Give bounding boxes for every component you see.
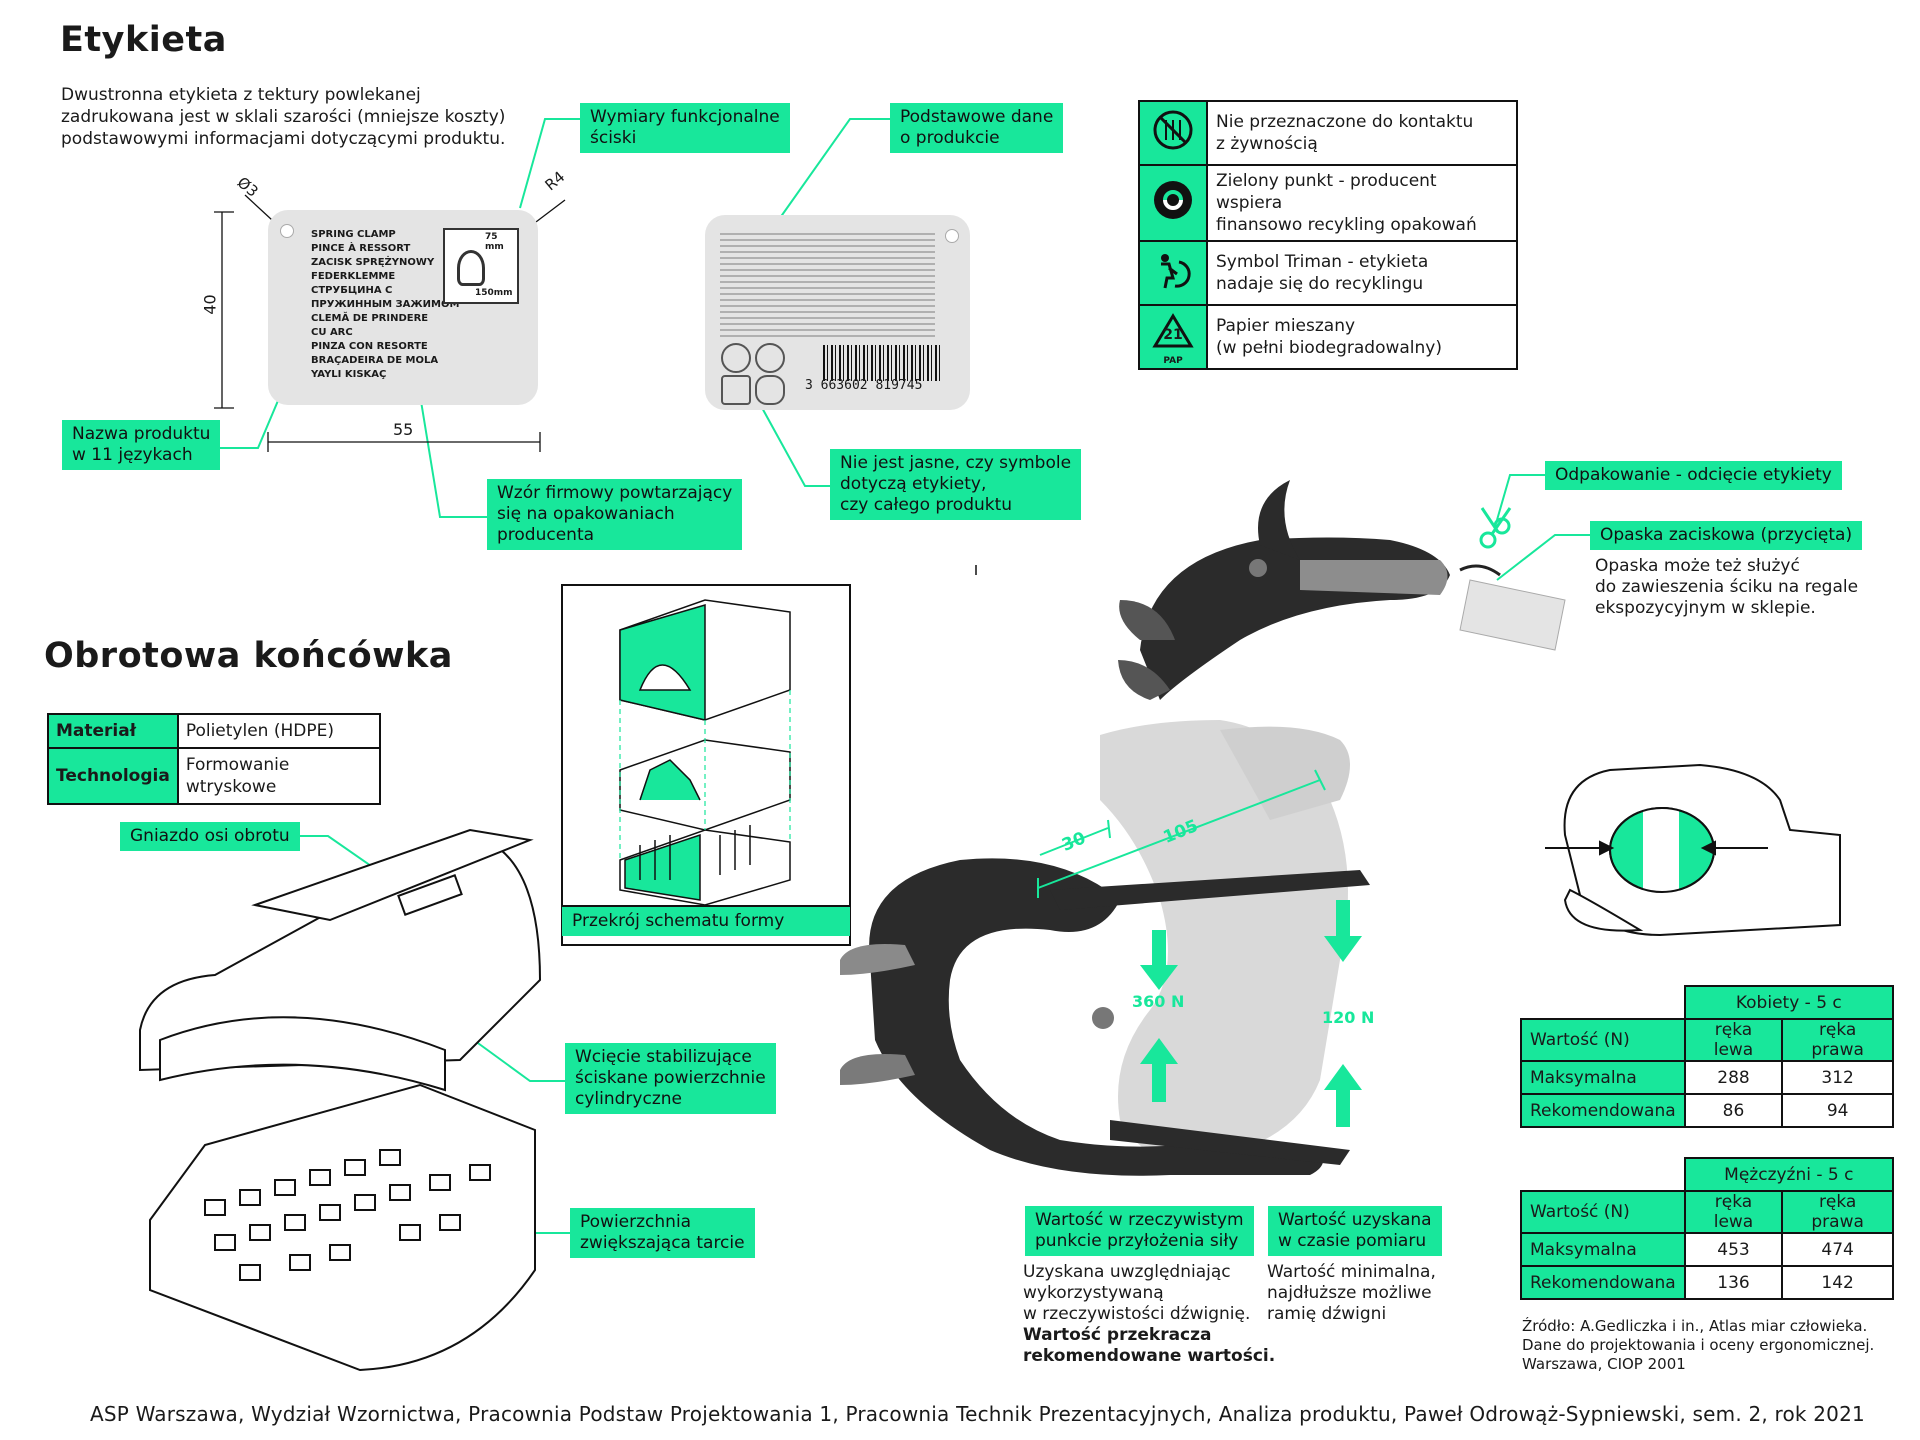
multilingual-small-print	[720, 233, 935, 338]
barcode	[823, 345, 943, 381]
green-dot-icon	[1154, 181, 1192, 219]
rotary-tip-drawing	[139, 828, 542, 1372]
food-safe-icon	[721, 343, 751, 373]
force-actual-label: 360 N	[1132, 992, 1185, 1011]
section-title-label: Etykieta	[60, 20, 227, 60]
label-description: Dwustronna etykieta z tektury powlekanej…	[61, 85, 506, 149]
leader-unpacking	[1496, 474, 1550, 521]
callout-axis-socket: Gniazdo osi obrotu	[120, 822, 300, 851]
leader-unclear-symbols	[754, 394, 835, 487]
measured-value-note: Wartość minimalna, najdłuższe możliwe ra…	[1267, 1262, 1436, 1324]
triman-icon	[1161, 254, 1191, 289]
mold-drawing	[619, 599, 791, 906]
clamp-with-hand-photo	[840, 720, 1370, 1176]
callout-brand-pattern: Wzór firmowy powtarzający się na opakowa…	[487, 479, 743, 550]
callout-unpacking: Odpakowanie - odcięcie etykiety	[1545, 461, 1842, 490]
not-for-food-icon	[1153, 110, 1193, 150]
footer-credits: ASP Warszawa, Wydział Wzornictwa, Pracow…	[90, 1402, 1865, 1426]
mold-section-frame	[561, 584, 851, 946]
callout-actual-value: Wartość w rzeczywistym punkcie przyłożen…	[1025, 1206, 1254, 1256]
label-front-names: SPRING CLAMP PINCE À RESSORT ZACISK SPRĘ…	[311, 229, 460, 380]
actual-value-note: Uzyskana uwzględniając wykorzystywaną w …	[1023, 1262, 1276, 1366]
leader-functional-dims	[519, 118, 585, 209]
grip-hand-drawing	[1545, 763, 1841, 937]
callout-cable-tie: Opaska zaciskowa (przycięta)	[1590, 521, 1863, 550]
green-dot-icon	[755, 343, 785, 373]
callout-unclear-symbols: Nie jest jasne, czy symbole dotyczą etyk…	[830, 449, 1082, 520]
leader-stabilizing	[459, 1029, 570, 1082]
leader-basic-data	[774, 118, 895, 226]
symbol-row: 21 PAP Papier mieszany(w pełni biodegrad…	[1138, 304, 1518, 370]
recycle-pap-icon	[755, 375, 785, 405]
label-hole	[945, 229, 959, 243]
source-note: Źródło: A.Gedliczka i in., Atlas miar cz…	[1522, 1317, 1875, 1373]
callout-mold-section: Przekrój schematu formy	[562, 905, 850, 936]
clamp-photo-small	[1118, 480, 1566, 700]
leader-brand-pattern	[419, 394, 492, 518]
label-hole	[280, 224, 294, 238]
section-title-rotary: Obrotowa końcówka	[44, 636, 453, 676]
triman-icon	[721, 375, 751, 405]
callout-friction-surface: Powierzchnia zwiększająca tarcie	[570, 1208, 755, 1258]
label-front-card: SPRING CLAMP PINCE À RESSORT ZACISK SPRĘ…	[268, 210, 538, 405]
clamp-pictogram-icon	[457, 250, 485, 286]
dim-width: 55	[393, 420, 414, 439]
leader-cable-tie	[1496, 534, 1595, 581]
callout-measured-value: Wartość uzyskana w czasie pomiaru	[1268, 1206, 1442, 1256]
pap21-icon	[1152, 313, 1194, 348]
callout-basic-data: Podstawowe dane o produkcie	[890, 103, 1064, 153]
label-back-card: 3 663602 819745	[705, 215, 970, 410]
callout-functional-dims: Wymiary funkcjonalne ściski	[580, 103, 790, 153]
force-measured-label: 120 N	[1322, 1008, 1375, 1027]
dim-height: 40	[200, 294, 220, 315]
cable-tie-note: Opaska może też służyć do zawieszenia śc…	[1595, 556, 1859, 618]
callout-product-name: Nazwa produktu w 11 językach	[62, 420, 221, 470]
callout-stabilizing-cut: Wcięcie stabilizujące ściskane powierzch…	[565, 1043, 776, 1114]
scissors-icon	[1479, 507, 1512, 549]
clamp-size-pictogram: 75 mm 150mm	[443, 228, 519, 304]
